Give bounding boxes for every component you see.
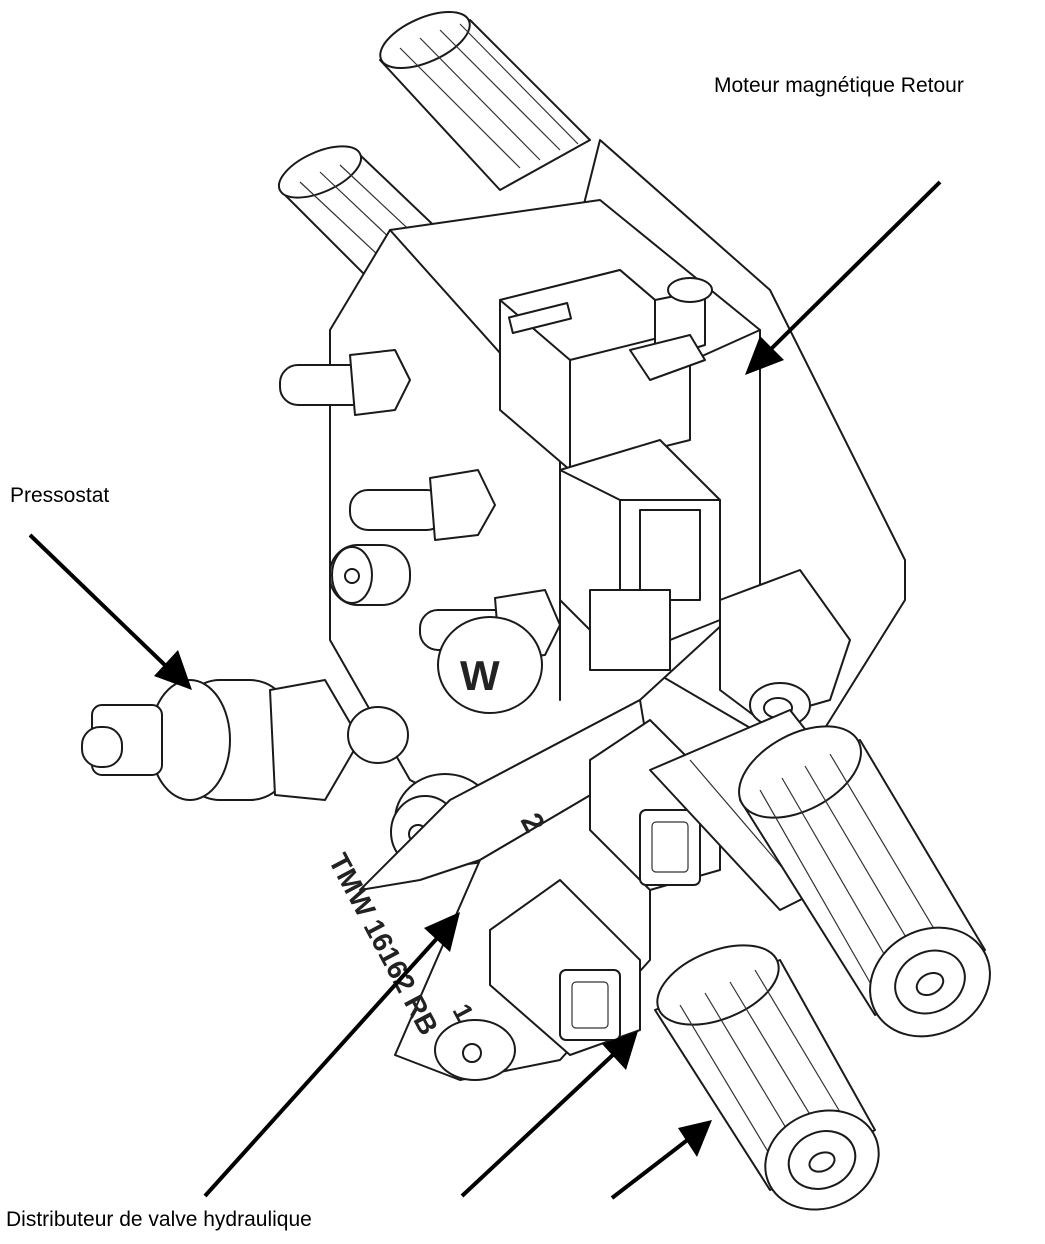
knob-right	[738, 725, 991, 1038]
pressostat-part	[81, 679, 409, 801]
connector-socket-front	[489, 879, 641, 1056]
knob-front	[654, 944, 880, 1211]
arrow-port-middle	[460, 1031, 638, 1198]
arrow-pressostat	[28, 533, 192, 690]
arrow-port-knob	[610, 1120, 712, 1200]
solenoid-upper	[499, 269, 691, 471]
svg-text:W: W	[460, 652, 500, 699]
label-distributeur: Distributeur de valve hydraulique	[6, 1208, 312, 1231]
label-moteur-magnetique: Moteur magnétique Retour	[714, 74, 964, 97]
rear-cylinder-top	[379, 10, 591, 191]
arrow-moteur	[745, 180, 942, 375]
label-pressostat: Pressostat	[10, 484, 110, 507]
top-stud	[629, 277, 713, 381]
logo-boss: W	[437, 616, 543, 714]
arrow-distributeur	[203, 912, 460, 1198]
solenoid-connectors	[559, 439, 721, 671]
